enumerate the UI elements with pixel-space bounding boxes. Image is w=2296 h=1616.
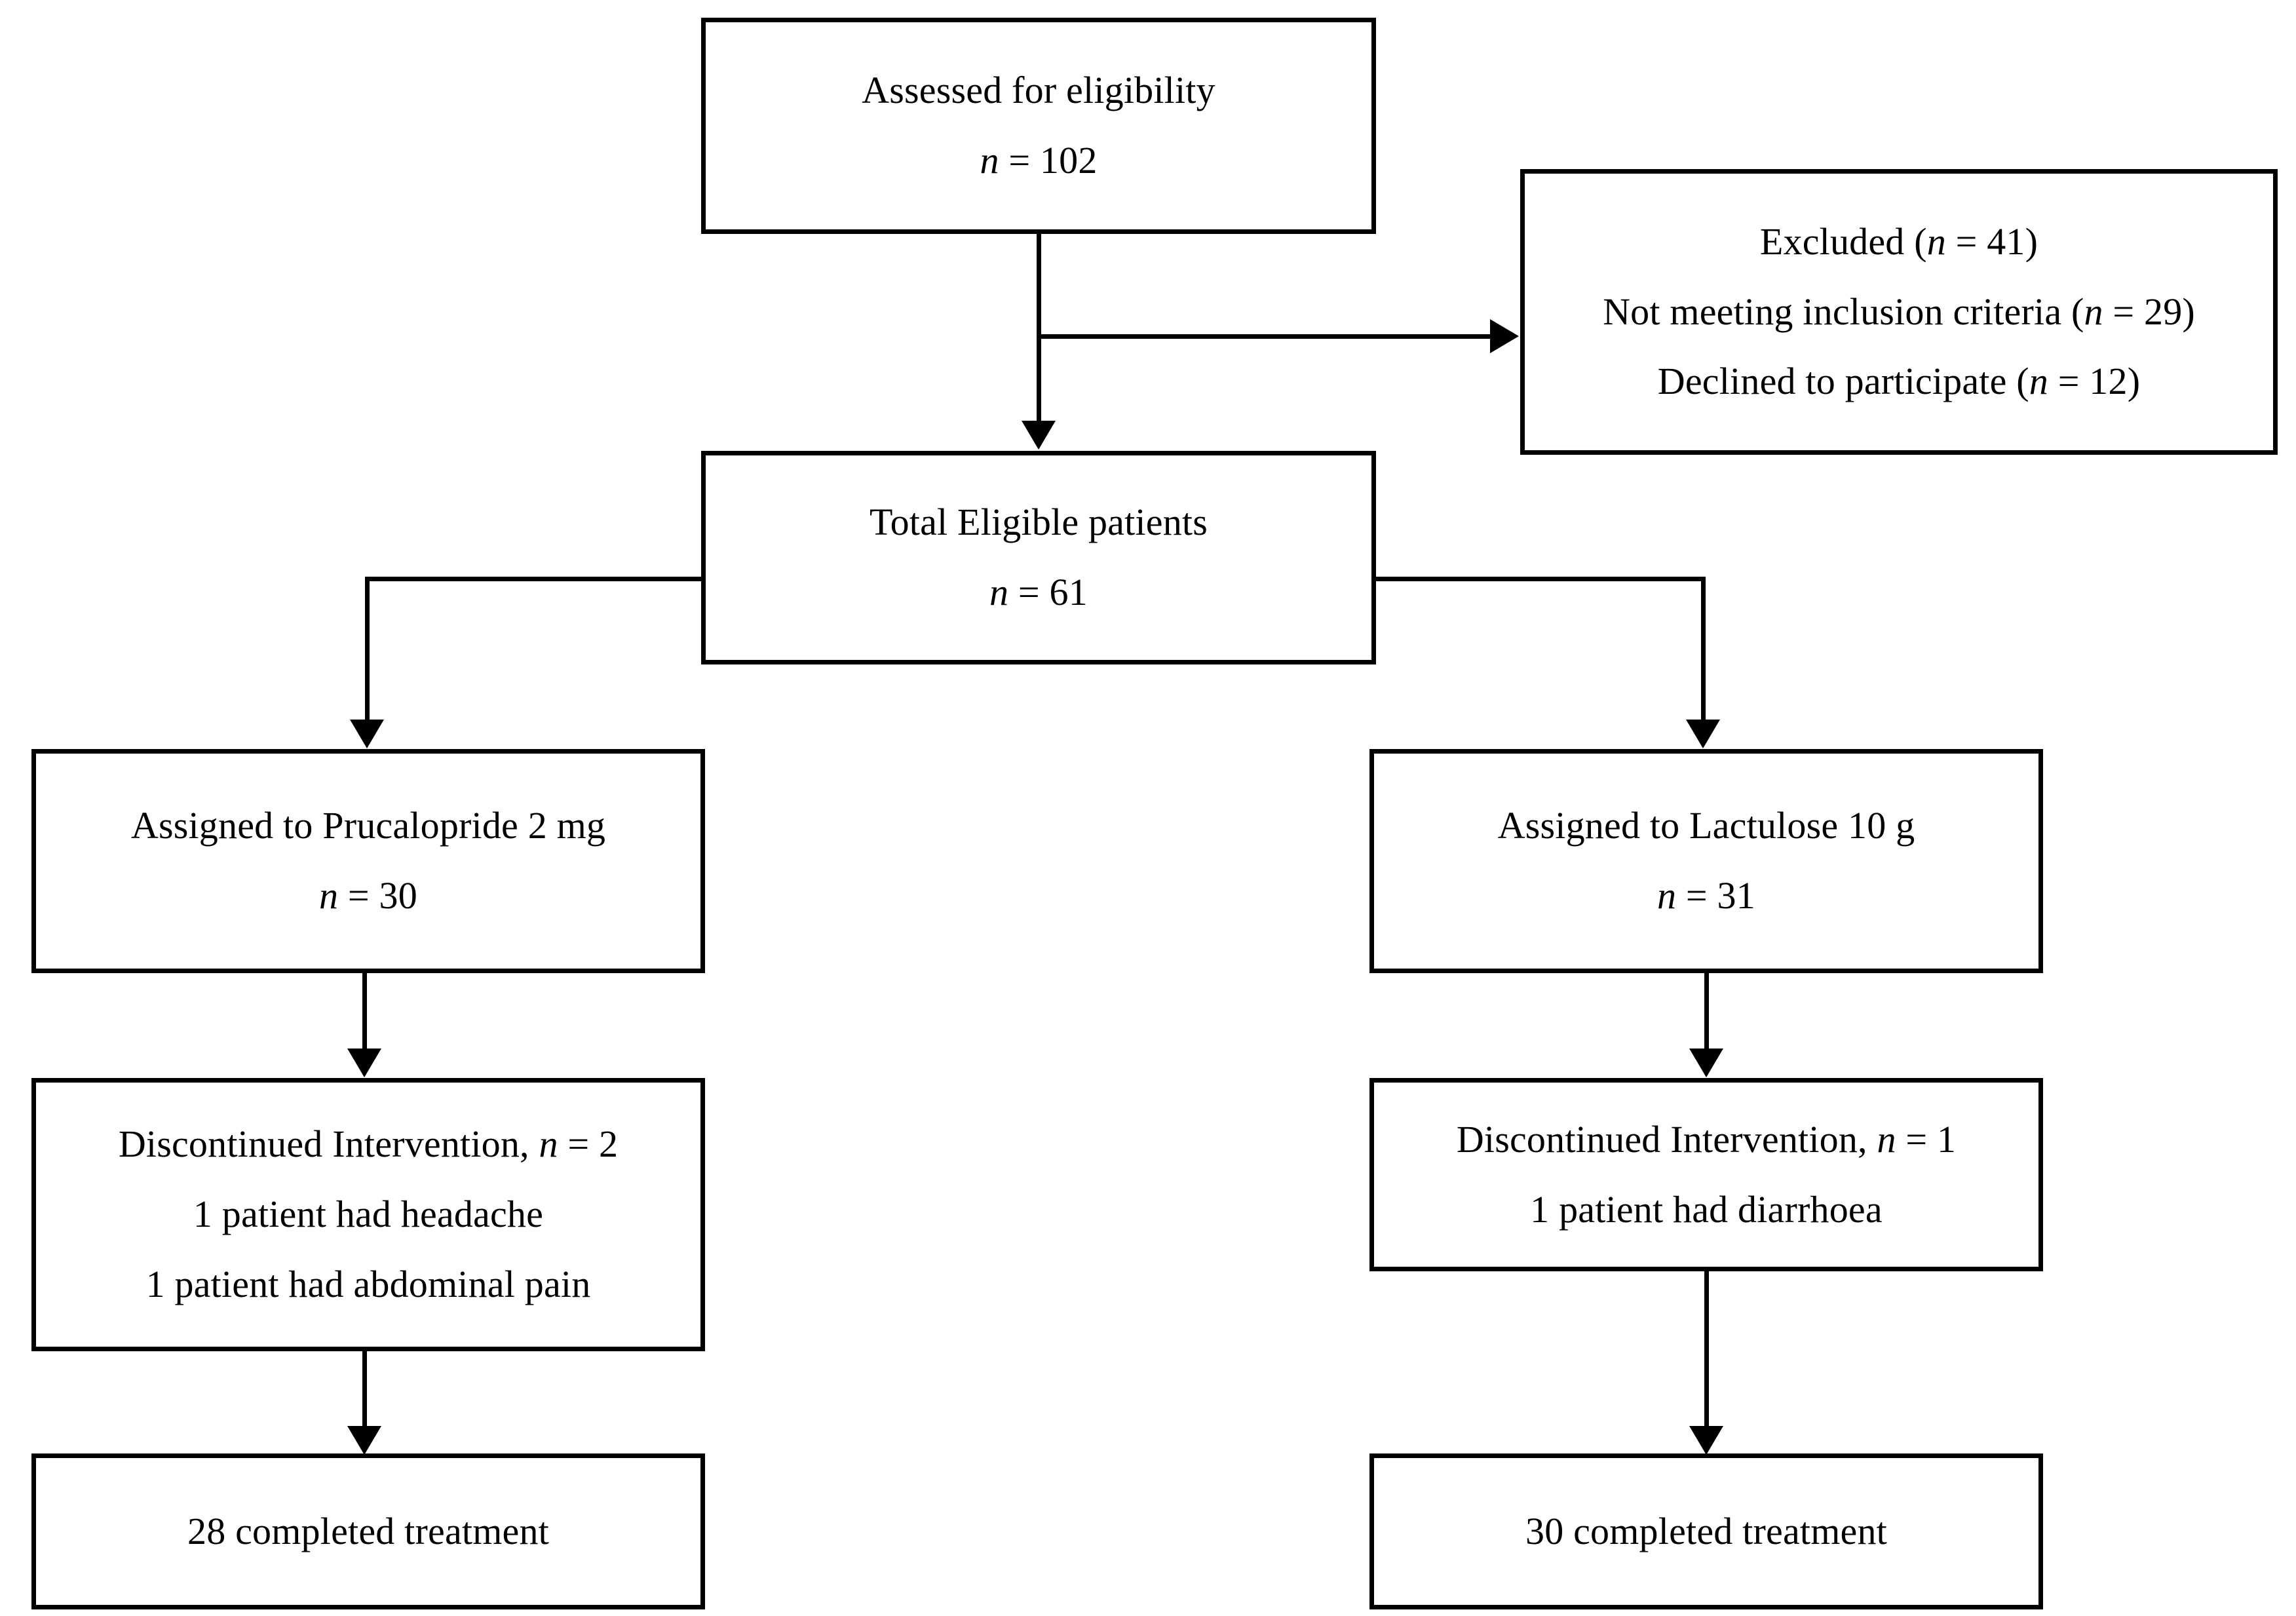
- eligible-count: n = 61: [989, 571, 1088, 613]
- node-completed-lactulose: 30 completed treatment: [1369, 1453, 2043, 1609]
- discontinued-left-post: = 2: [558, 1123, 619, 1166]
- arrowhead-discontinued-right-to-completed-right: [1689, 1426, 1723, 1455]
- n-symbol: n: [539, 1123, 558, 1166]
- assessed-count: n = 102: [980, 139, 1098, 182]
- not-meeting-pre: Not meeting inclusion criteria (: [1603, 290, 2084, 333]
- n-symbol: n: [989, 571, 1009, 613]
- discontinued-right-post: = 1: [1896, 1117, 1957, 1161]
- n-symbol: n: [1926, 220, 1946, 263]
- discontinued-left-reason-1: 1 patient had headache: [193, 1193, 544, 1236]
- connector-assessed-stem: [1037, 233, 1041, 423]
- node-assessed-for-eligibility: Assessed for eligibility n = 102: [701, 18, 1376, 234]
- n-equals: =: [338, 874, 379, 917]
- discontinued-left-title: Discontinued Intervention, n = 2: [118, 1123, 619, 1166]
- connector-assigned-left-to-discontinued-left: [362, 973, 367, 1050]
- n-symbol: n: [319, 874, 339, 917]
- excluded-not-meeting-criteria: Not meeting inclusion criteria (n = 29): [1603, 292, 2195, 332]
- assessed-title: Assessed for eligibility: [862, 69, 1215, 112]
- arrowhead-assessed-to-excluded: [1490, 319, 1519, 353]
- discontinued-right-title: Discontinued Intervention, n = 1: [1456, 1117, 1957, 1161]
- n-equals: =: [1008, 571, 1050, 613]
- node-excluded: Excluded (n = 41) Not meeting inclusion …: [1520, 169, 2278, 455]
- n-symbol: n: [1657, 874, 1677, 917]
- n-value: 31: [1717, 874, 1755, 917]
- n-equals: =: [999, 139, 1040, 182]
- node-completed-prucalopride: 28 completed treatment: [31, 1453, 705, 1609]
- assigned-right-title: Assigned to Lactulose 10 g: [1497, 804, 1915, 847]
- discontinued-left-reason-2: 1 patient had abdominal pain: [145, 1262, 591, 1305]
- arrowhead-assessed-to-eligible: [1022, 421, 1056, 450]
- connector-eligible-left-vertical: [365, 577, 370, 721]
- arrowhead-assigned-left-to-discontinued-left: [347, 1048, 381, 1077]
- connector-eligible-right-horizontal: [1371, 577, 1706, 581]
- connector-assigned-right-to-discontinued-right: [1704, 973, 1709, 1050]
- not-meeting-post: = 29): [2103, 290, 2195, 333]
- n-value: 61: [1049, 571, 1088, 613]
- n-symbol: n: [1877, 1117, 1896, 1161]
- discontinued-left-pre: Discontinued Intervention,: [118, 1123, 539, 1166]
- node-total-eligible-patients: Total Eligible patients n = 61: [701, 451, 1376, 664]
- connector-assessed-to-excluded: [1037, 334, 1491, 339]
- connector-discontinued-left-to-completed-left: [362, 1351, 367, 1429]
- declined-pre: Declined to participate (: [1657, 360, 2029, 403]
- completed-right-label: 30 completed treatment: [1525, 1509, 1887, 1552]
- n-symbol: n: [2084, 290, 2103, 333]
- assigned-left-title: Assigned to Prucalopride 2 mg: [130, 804, 606, 847]
- assigned-right-count: n = 31: [1657, 874, 1755, 917]
- node-assigned-lactulose: Assigned to Lactulose 10 g n = 31: [1369, 749, 2043, 973]
- declined-post: = 12): [2048, 360, 2141, 403]
- n-symbol: n: [980, 139, 999, 182]
- node-discontinued-prucalopride: Discontinued Intervention, n = 2 1 patie…: [31, 1078, 705, 1351]
- n-equals: =: [1676, 874, 1717, 917]
- n-value: 102: [1039, 139, 1098, 182]
- n-value: 30: [379, 874, 417, 917]
- assigned-left-count: n = 30: [319, 874, 417, 917]
- arrowhead-discontinued-left-to-completed-left: [347, 1426, 381, 1455]
- arrowhead-eligible-to-assigned-left: [350, 720, 384, 748]
- eligible-title: Total Eligible patients: [870, 501, 1208, 544]
- arrowhead-eligible-to-assigned-right: [1686, 720, 1720, 748]
- node-discontinued-lactulose: Discontinued Intervention, n = 1 1 patie…: [1369, 1078, 2043, 1271]
- connector-discontinued-right-to-completed-right: [1704, 1271, 1709, 1429]
- connector-eligible-right-vertical: [1701, 577, 1706, 721]
- completed-left-label: 28 completed treatment: [187, 1509, 549, 1552]
- excluded-total-pre: Excluded (: [1759, 220, 1927, 263]
- arrowhead-assigned-right-to-discontinued-right: [1689, 1048, 1723, 1077]
- excluded-total: Excluded (n = 41): [1759, 220, 2038, 263]
- excluded-total-post: = 41): [1945, 220, 2038, 263]
- node-assigned-prucalopride: Assigned to Prucalopride 2 mg n = 30: [31, 749, 705, 973]
- discontinued-right-reason-1: 1 patient had diarrhoea: [1530, 1187, 1883, 1231]
- n-symbol: n: [2029, 360, 2048, 403]
- excluded-declined: Declined to participate (n = 12): [1657, 360, 2141, 403]
- discontinued-right-pre: Discontinued Intervention,: [1456, 1117, 1877, 1161]
- connector-eligible-left-horizontal: [365, 577, 706, 581]
